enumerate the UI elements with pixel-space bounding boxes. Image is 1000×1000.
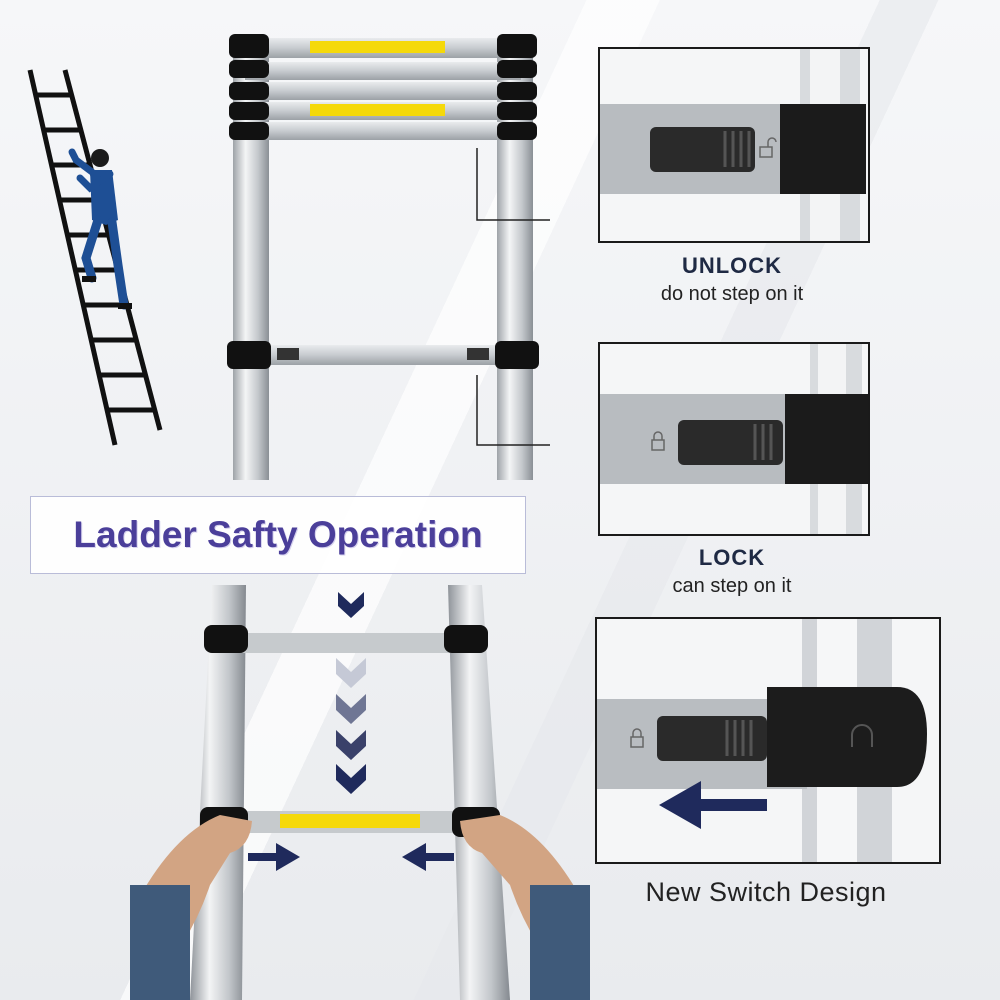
lock-panel (598, 342, 870, 536)
lock-icon (651, 431, 665, 451)
ladder-extending (130, 585, 590, 1000)
climber-icon (27, 69, 163, 446)
unlock-icon (759, 137, 777, 158)
switch-panel (595, 617, 941, 864)
chevron-down-icon (336, 592, 366, 794)
switch-text: New Switch Design (645, 877, 887, 907)
page-title: Ladder Safty Operation (73, 514, 483, 555)
arrow-left-icon (659, 781, 767, 829)
lock-icon (630, 728, 644, 748)
lock-heading: LOCK (698, 545, 766, 570)
unlock-panel (598, 47, 870, 243)
unlock-text: do not step on it (660, 283, 804, 305)
unlock-heading: UNLOCK (681, 253, 783, 278)
ladder-collapsed (227, 34, 550, 480)
lock-text: can step on it (672, 575, 792, 597)
arrow-left-icon (402, 843, 454, 871)
arrow-right-icon (248, 843, 300, 871)
title-box: Ladder Safty Operation (30, 496, 526, 574)
